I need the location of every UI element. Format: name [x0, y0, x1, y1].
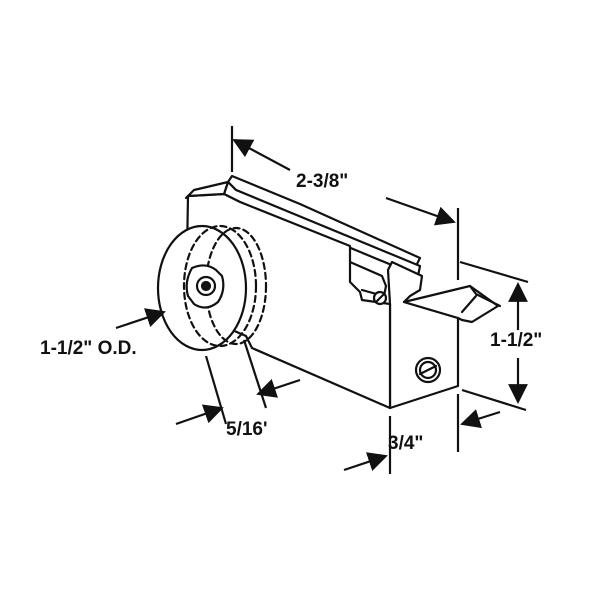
od-leader-line	[115, 308, 166, 330]
wheel-width-label: 5/16'	[226, 419, 268, 440]
length-dim-line-right	[385, 196, 456, 226]
wheel-width-dim-left	[175, 404, 224, 426]
wheel-width-extension-left	[204, 355, 228, 425]
screw-icon	[414, 356, 442, 384]
housing-front-face	[184, 192, 392, 410]
length-dimension-label: 2-3/8"	[296, 171, 349, 192]
height-extension-top	[459, 260, 529, 284]
wheel-diameter-label: 1-1/2" O.D.	[40, 338, 137, 359]
height-dimension-label: 1-1/2"	[490, 330, 543, 351]
wheel-width-dim-right	[256, 378, 301, 398]
height-extension-bottom	[461, 388, 527, 412]
housing-left-edge	[184, 180, 230, 200]
rivet-icon	[372, 290, 388, 306]
housing-right-face	[386, 260, 460, 410]
body-width-dim-left	[343, 452, 388, 472]
body-width-dim-right	[460, 409, 501, 429]
length-dim-line-left	[232, 139, 291, 171]
tension-tab-edge	[460, 284, 502, 314]
body-width-label: 3/4"	[388, 433, 424, 454]
roller-wheel-icon	[156, 224, 268, 352]
